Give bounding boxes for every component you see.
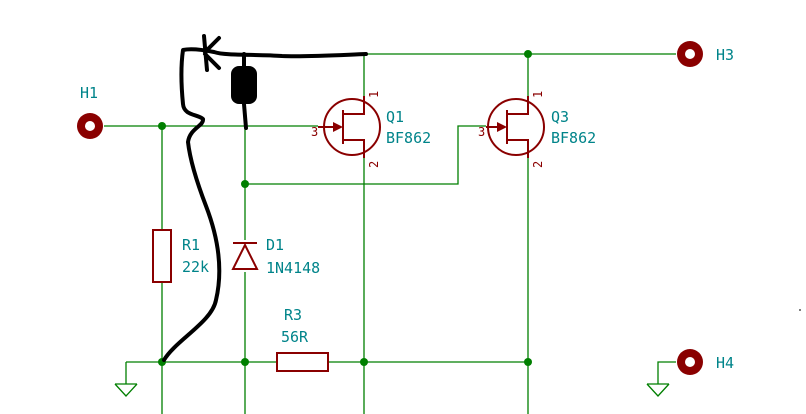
resistor-r3-body bbox=[276, 352, 329, 372]
diode-d1-value: 1N4148 bbox=[266, 259, 320, 277]
transistor-q3-value: BF862 bbox=[551, 129, 596, 147]
hand-drawn-capsule bbox=[231, 66, 257, 104]
transistor-q1: 3 1 2 Q1 BF862 bbox=[311, 91, 431, 168]
resistor-r3-ref: R3 bbox=[284, 306, 302, 324]
transistor-q1-pin-top: 1 bbox=[367, 91, 381, 98]
transistor-q3-pin-bottom: 2 bbox=[531, 161, 545, 168]
transistor-q3-gate-arrow bbox=[497, 122, 507, 132]
ground-symbol-right bbox=[646, 383, 670, 397]
junction-dot bbox=[360, 358, 368, 366]
junctions bbox=[158, 50, 532, 366]
connector-h1-hole bbox=[85, 121, 95, 131]
wire-h4-ground bbox=[657, 361, 676, 384]
resistor-r3: R3 56R bbox=[276, 306, 329, 372]
junction-dot bbox=[158, 122, 166, 130]
transistor-q3-source bbox=[507, 139, 529, 158]
transistor-q1-ref: Q1 bbox=[386, 108, 404, 126]
transistor-q1-gate-arrow bbox=[333, 122, 343, 132]
transistor-q3-drain bbox=[507, 96, 529, 115]
connector-h3-label: H3 bbox=[716, 46, 734, 64]
transistor-q1-drain bbox=[343, 96, 365, 115]
resistor-r1-ref: R1 bbox=[182, 236, 200, 254]
wires bbox=[104, 53, 676, 414]
diode-d1-ref: D1 bbox=[266, 236, 284, 254]
connector-h4-hole bbox=[685, 357, 695, 367]
resistor-r1-value: 22k bbox=[182, 258, 209, 276]
transistor-q1-pin-gate: 3 bbox=[311, 125, 318, 139]
wire-q3-gate bbox=[245, 125, 486, 185]
junction-dot bbox=[241, 180, 249, 188]
connector-h1-label: H1 bbox=[80, 84, 98, 102]
hand-drawn-wire-loop bbox=[162, 47, 368, 362]
resistor-r3-value: 56R bbox=[281, 328, 309, 346]
diode-d1-triangle bbox=[231, 242, 259, 270]
transistor-q1-value: BF862 bbox=[386, 129, 431, 147]
resistor-r1: R1 22k bbox=[152, 229, 209, 283]
transistor-q3-pin-gate: 3 bbox=[478, 125, 485, 139]
ground-symbol-left bbox=[114, 383, 138, 397]
transistor-q1-source bbox=[343, 139, 365, 158]
connector-h3: H3 bbox=[677, 41, 734, 67]
hand-drawn-transistor-mark bbox=[202, 34, 221, 72]
transistor-q1-pin-bottom: 2 bbox=[367, 161, 381, 168]
transistor-q3: 3 1 2 Q3 BF862 bbox=[478, 91, 596, 168]
resistor-r1-body bbox=[152, 229, 172, 283]
junction-dot bbox=[241, 358, 249, 366]
junction-dot bbox=[524, 358, 532, 366]
transistor-q3-ref: Q3 bbox=[551, 108, 569, 126]
connector-h4: H4 bbox=[677, 349, 734, 375]
junction-dot bbox=[524, 50, 532, 58]
connector-h4-label: H4 bbox=[716, 354, 734, 372]
diode-d1: D1 1N4148 bbox=[231, 236, 320, 277]
connector-h1: H1 bbox=[77, 84, 103, 139]
stray-dot bbox=[799, 309, 801, 311]
transistor-q3-pin-top: 1 bbox=[531, 91, 545, 98]
connector-h3-hole bbox=[685, 49, 695, 59]
hand-drawn-modification bbox=[162, 34, 368, 362]
hand-drawn-capsule-lead bbox=[242, 52, 248, 130]
